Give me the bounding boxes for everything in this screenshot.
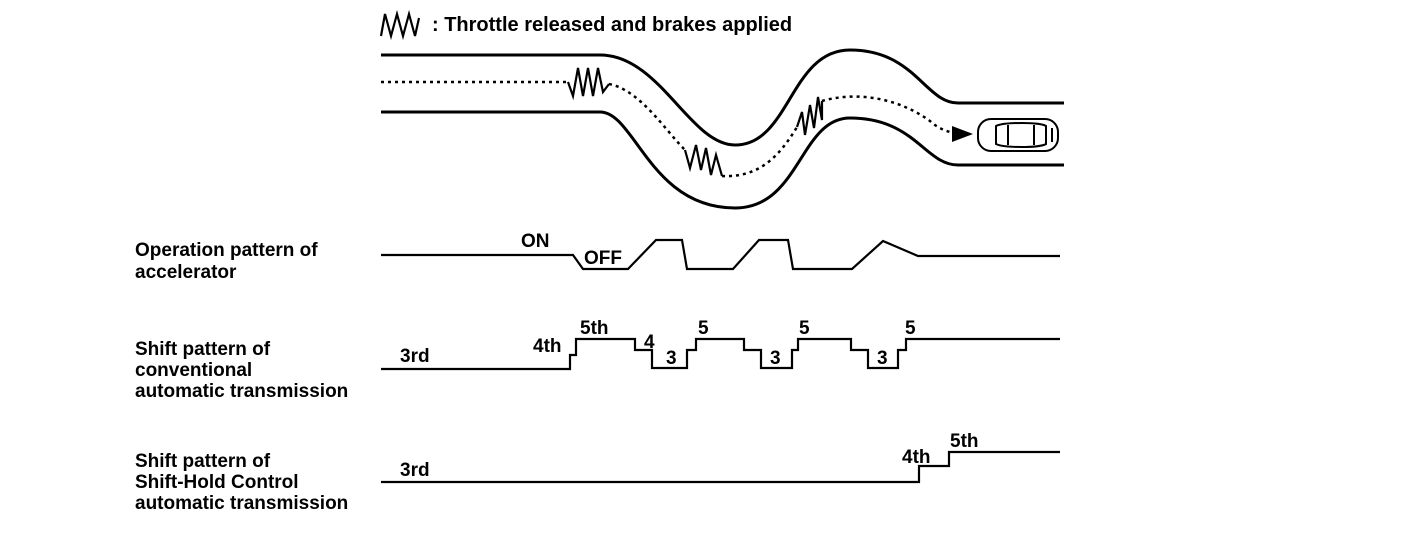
conventional-label-line-3: automatic transmission	[135, 381, 348, 402]
zigzag-brake-icon	[379, 9, 421, 41]
car-top-view-icon	[977, 118, 1059, 152]
shift-hold-label-line-3: automatic transmission	[135, 493, 348, 514]
conventional-gear-4th: 4th	[533, 336, 562, 357]
zigzag-brake-1	[566, 67, 610, 101]
dotted-path	[381, 80, 971, 178]
conventional-gear-3rd: 3rd	[400, 346, 430, 367]
arrowhead-icon	[952, 126, 973, 142]
shift-hold-gear-4th: 4th	[902, 447, 931, 468]
shift-hold-gear-3rd: 3rd	[400, 460, 430, 481]
conventional-label-line-1: Shift pattern of	[135, 339, 271, 360]
conventional-gear-3-a: 3	[666, 348, 677, 369]
conventional-gear-5-b: 5	[799, 318, 810, 339]
shift-hold-label-line-1: Shift pattern of	[135, 451, 271, 472]
conventional-gear-5-a: 5	[698, 318, 709, 339]
zigzag-brake-2	[683, 144, 724, 177]
conventional-gear-4: 4	[644, 332, 655, 353]
accelerator-label-line-1: Operation pattern of	[135, 240, 318, 261]
shift-hold-row: Shift pattern of Shift-Hold Control auto…	[135, 431, 1060, 514]
vehicle-path	[381, 67, 1059, 178]
conventional-label-line-2: conventional	[135, 360, 252, 381]
zigzag-brake-3	[795, 96, 824, 136]
accelerator-trace	[381, 238, 1060, 271]
conventional-shift-trace	[381, 337, 1060, 371]
accelerator-on-label: ON	[521, 231, 550, 252]
conventional-gear-3-c: 3	[877, 348, 888, 369]
legend-text: : Throttle released and brakes applied	[432, 14, 792, 36]
conventional-gear-5-c: 5	[905, 318, 916, 339]
accelerator-off-label: OFF	[584, 248, 622, 269]
road-lower-edge	[381, 110, 1064, 210]
conventional-gear-5th: 5th	[580, 318, 609, 339]
road	[381, 48, 1064, 210]
road-upper-edge	[381, 48, 1064, 147]
shift-hold-gear-5th: 5th	[950, 431, 979, 452]
accelerator-row: Operation pattern of accelerator ON OFF	[135, 231, 1060, 283]
shift-hold-shift-trace	[381, 450, 1060, 484]
shift-hold-label-line-2: Shift-Hold Control	[135, 472, 299, 493]
conventional-gear-3-b: 3	[770, 348, 781, 369]
accelerator-label-line-2: accelerator	[135, 262, 237, 283]
conventional-row: Shift pattern of conventional automatic …	[135, 318, 1060, 402]
legend: : Throttle released and brakes applied	[379, 9, 792, 41]
